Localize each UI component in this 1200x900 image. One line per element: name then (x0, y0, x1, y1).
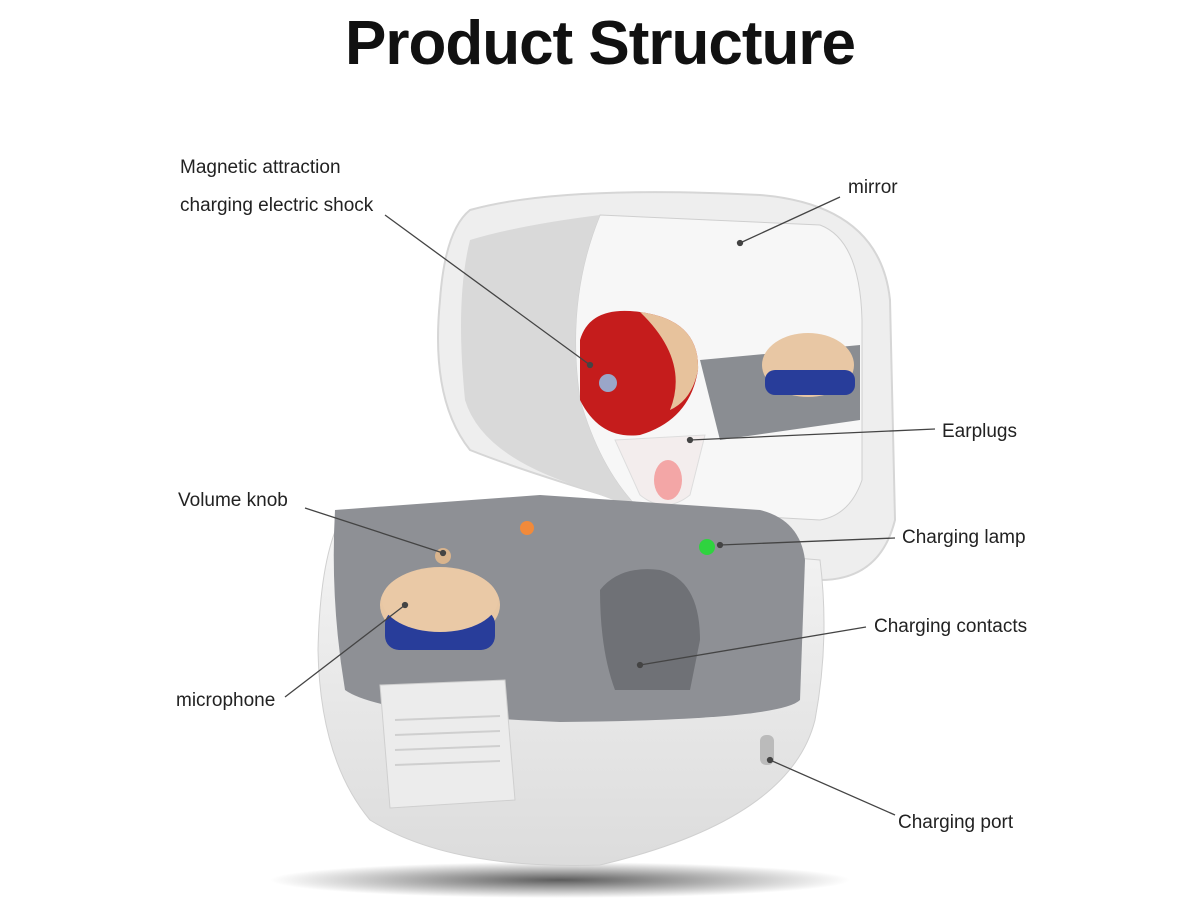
label-charging-lamp: Charging lamp (902, 527, 1026, 548)
green-lamp (699, 539, 715, 555)
latch (379, 679, 516, 809)
label-earplugs: Earplugs (942, 421, 1017, 442)
label-mirror: mirror (848, 177, 898, 198)
page-title: Product Structure (344, 9, 856, 78)
label-magnetic-attraction: Magnetic attraction (180, 157, 341, 178)
label-charging-electric-shock: charging electric shock (180, 195, 374, 216)
orange-lamp (520, 521, 534, 535)
label-charging-contacts: Charging contacts (874, 616, 1028, 637)
floor-shadow (270, 862, 850, 898)
label-volume-knob: Volume knob (178, 490, 288, 511)
label-microphone: microphone (176, 690, 276, 711)
label-charging-port: Charging port (898, 812, 1014, 833)
